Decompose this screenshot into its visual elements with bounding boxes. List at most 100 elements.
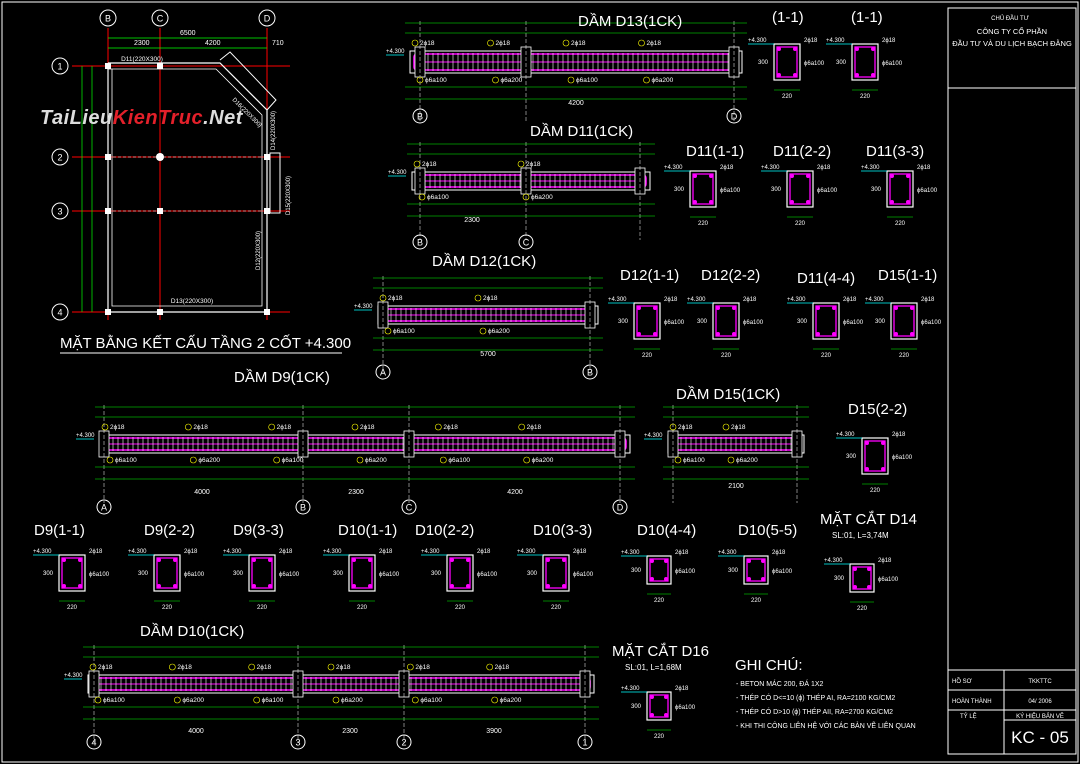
- section-d16-sub: SL:01, L=1,68M: [625, 663, 682, 672]
- section-stirrup: ϕ6a100: [917, 188, 938, 194]
- stirrup-label: ϕ6a100: [393, 328, 415, 335]
- d15-span: 2100: [728, 483, 744, 490]
- section-height: 300: [138, 571, 149, 577]
- row3-left: TỶ LỆ: [960, 712, 977, 720]
- section-width: 220: [551, 605, 562, 611]
- section-d15-2-title: D15(2-2): [848, 401, 907, 418]
- plan-beam-d12: D12(220X300): [256, 231, 262, 270]
- beam-d10: 2ϕ18ϕ6a1002ϕ18ϕ6a2002ϕ18ϕ6a1002ϕ18ϕ6a200…: [64, 645, 599, 743]
- section-height: 300: [431, 571, 442, 577]
- axis-bubble: [577, 734, 593, 750]
- section-stirrup: ϕ6a100: [675, 569, 696, 575]
- d9-span-2: 2300: [348, 489, 364, 496]
- section-d11-1-title: D11(1-1): [686, 143, 744, 160]
- axis-label: 3: [57, 207, 62, 217]
- section-d10-3-title: D10(3-3): [533, 522, 592, 539]
- section-elev: +4.300: [761, 165, 780, 171]
- section-elev: +4.300: [826, 38, 845, 44]
- sheet-number: KC - 05: [1011, 728, 1069, 747]
- axis-bubble: [375, 364, 391, 380]
- section-top-2-title: (1-1): [851, 9, 883, 26]
- bar-label: 2ϕ18: [98, 664, 113, 671]
- section-stirrup: ϕ6a100: [772, 569, 793, 575]
- client-line-1: CÔNG TY CỔ PHẦN: [977, 26, 1047, 36]
- stirrup-label: ϕ6a100: [425, 77, 447, 84]
- section-stirrup: ϕ6a100: [720, 188, 741, 194]
- note-1: - BETON MÁC 200, ĐÁ 1X2: [736, 679, 824, 688]
- section-d11-4-title: D11(4-4): [797, 270, 855, 287]
- beam-d11-title: DẦM D11(1CK): [530, 123, 633, 140]
- axis-label: A: [380, 368, 386, 378]
- axis-bubble: [258, 9, 276, 27]
- section-stirrup: ϕ6a100: [817, 188, 838, 194]
- axis-bubble: [582, 364, 598, 380]
- section-d9-1-title: D9(1-1): [34, 522, 85, 539]
- axis-bubble: [96, 499, 112, 515]
- axis-bubble: [51, 57, 69, 75]
- section-d15-1-title: D15(1-1): [878, 267, 937, 284]
- section-d9-3-title: D9(3-3): [233, 522, 284, 539]
- note-2: - THÉP CÓ D<=10 (ϕ) THÉP AI, RA=2100 KG/…: [736, 693, 895, 702]
- section-height: 300: [631, 568, 642, 574]
- axis-label: B: [417, 238, 423, 248]
- section-d11-2-title: D11(2-2): [773, 143, 831, 160]
- plan-beam-d14: D14(220X300): [271, 111, 277, 150]
- section-elev: +4.300: [748, 38, 767, 44]
- section-width: 220: [67, 605, 78, 611]
- section-elev: +4.300: [621, 550, 640, 556]
- section-stirrup: ϕ6a100: [279, 572, 300, 578]
- section-width: 220: [821, 353, 832, 359]
- section-stirrup: ϕ6a100: [843, 320, 864, 326]
- section-height: 300: [527, 571, 538, 577]
- section-stirrup: ϕ6a100: [477, 572, 498, 578]
- section-height: 300: [233, 571, 244, 577]
- beam-d9-title: DẦM D9(1CK): [234, 369, 330, 386]
- bar-label: 2ϕ18: [495, 664, 510, 671]
- axis-bubble: [51, 202, 69, 220]
- section-elev: +4.300: [865, 297, 884, 303]
- bar-label: 2ϕ18: [177, 664, 192, 671]
- section-bar: 2ϕ18: [878, 558, 892, 564]
- stirrup-label: ϕ6a200: [531, 194, 553, 201]
- section-width: 220: [895, 221, 906, 227]
- stirrup-label: ϕ6a100: [576, 77, 598, 84]
- section-stirrup: ϕ6a100: [804, 61, 825, 67]
- d12-span: 5700: [480, 351, 496, 358]
- bar-label: 2ϕ18: [731, 424, 746, 431]
- section-stirrup: ϕ6a100: [675, 705, 696, 711]
- elevation-mark: +4.300: [388, 170, 407, 176]
- axis-label: B: [417, 112, 423, 122]
- stirrup-label: ϕ6a200: [501, 77, 523, 84]
- stirrup-label: ϕ6a100: [103, 697, 125, 704]
- d10-span-3: 3900: [486, 728, 502, 735]
- section-width: 220: [870, 488, 881, 494]
- axis-bubble: [726, 108, 742, 124]
- section-height: 300: [797, 319, 808, 325]
- stirrup-label: ϕ6a200: [532, 457, 554, 464]
- axis-bubble: [412, 108, 428, 124]
- section-elev: +4.300: [861, 165, 880, 171]
- stirrup-label: ϕ6a200: [488, 328, 510, 335]
- title-block: CHỦ ĐẦU TƯ CÔNG TY CỔ PHẦN ĐẦU TƯ VÀ DU …: [947, 7, 1077, 755]
- axis-label: B: [587, 368, 593, 378]
- section-width: 220: [257, 605, 268, 611]
- bar-label: 2ϕ18: [193, 424, 208, 431]
- section-width: 220: [899, 353, 910, 359]
- section-width: 220: [782, 94, 793, 100]
- stirrup-label: ϕ6a200: [652, 77, 674, 84]
- stirrup-label: ϕ6a200: [736, 457, 758, 464]
- section-height: 300: [697, 319, 708, 325]
- section-bar: 2ϕ18: [772, 550, 786, 556]
- section-elev: +4.300: [836, 432, 855, 438]
- section-width: 220: [455, 605, 466, 611]
- bar-label: 2ϕ18: [443, 424, 458, 431]
- section-height: 300: [836, 60, 847, 66]
- stirrup-label: ϕ6a100: [115, 457, 137, 464]
- section-stirrup: ϕ6a100: [878, 577, 899, 583]
